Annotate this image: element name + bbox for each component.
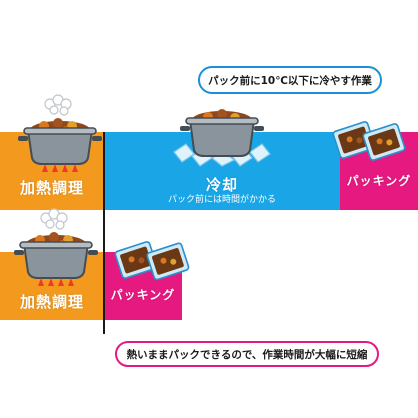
row1-cooking-pot-icon xyxy=(18,94,102,172)
row1-heat-cook-label: 加熱調理 xyxy=(19,179,84,197)
stove-flame-icon xyxy=(38,278,74,286)
row1-cooling-pot-icon xyxy=(173,109,271,167)
row2-vacuum-pack-icon xyxy=(114,241,190,281)
row1-packing-label: パッキング xyxy=(346,174,412,188)
top-callout-text: パック前に10℃以下に冷やす作業 xyxy=(208,74,372,87)
bottom-callout-text: 熱いままパックできるので、作業時間が大幅に短縮 xyxy=(126,348,368,361)
stove-flame-icon xyxy=(42,164,78,172)
row2-heat-cook-label: 加熱調理 xyxy=(19,293,84,311)
steam-icon xyxy=(40,208,68,230)
row1-cooling-sub: パック前には時間がかかる xyxy=(167,195,276,206)
timeline-divider xyxy=(103,132,105,334)
steam-icon xyxy=(44,94,72,116)
row2-cooking-pot-icon xyxy=(14,208,98,286)
top-callout: パック前に10℃以下に冷やす作業 xyxy=(198,66,382,94)
row1-cooling-label: 冷却 xyxy=(205,176,238,195)
row2-packing-label: パッキング xyxy=(110,288,176,302)
row1-vacuum-pack-icon xyxy=(332,121,406,161)
bottom-callout: 熱いままパックできるので、作業時間が大幅に短縮 xyxy=(115,341,379,367)
